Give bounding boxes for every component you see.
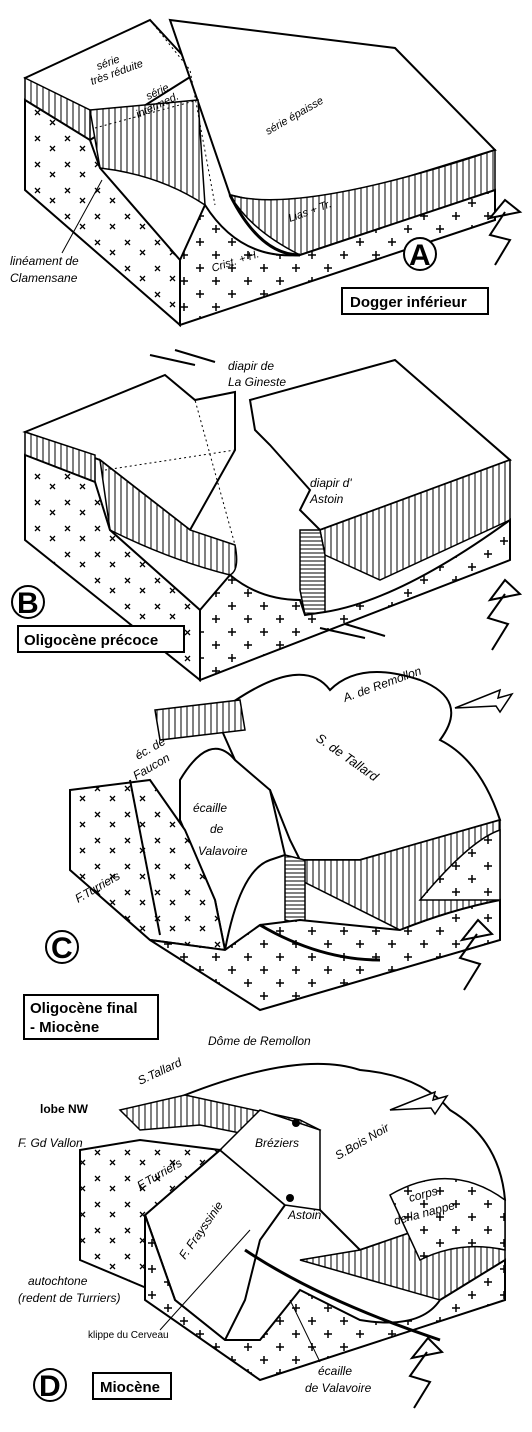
lias-strip-mid-b	[98, 458, 238, 576]
label-astoin-2: Astoin	[309, 492, 344, 506]
lineament-leader	[61, 179, 103, 254]
stage-label-d: Miocène	[100, 1379, 160, 1396]
valavoire-leader	[289, 1299, 321, 1363]
label-auto-2: (redent de Turriers)	[18, 1291, 120, 1305]
north-arrow-c	[458, 918, 495, 991]
label-astoin-1: diapir d'	[310, 476, 352, 490]
shortening-arrow-c	[454, 688, 514, 714]
klippe-leader	[159, 1229, 251, 1331]
label-ecaille-2: de	[210, 822, 224, 836]
diapir-c	[284, 854, 306, 926]
panel-d-letter: D	[39, 1370, 61, 1403]
ecaille-valavoire-c	[179, 747, 287, 951]
corps-lobe-d	[389, 1178, 506, 1262]
base-curve-a	[228, 194, 301, 257]
panel-c-letter: C	[51, 932, 73, 965]
panel-c: A. de Remollon S. de Tallard éc. de Fauc…	[23, 663, 514, 1040]
label-astoin-d: Astoin	[287, 1208, 322, 1222]
panel-c-circle	[45, 930, 79, 964]
shear-arrows-bottom	[319, 623, 386, 639]
panel-a: série très réduite série intermed. série…	[10, 18, 523, 328]
panel-b: diapir de La Gineste diapir d' Astoin B …	[11, 349, 523, 683]
label-breziers: Bréziers	[255, 1136, 299, 1150]
diapir-astoin-b	[299, 529, 326, 616]
stage-label-c-2: - Miocène	[30, 1019, 99, 1036]
panel-d-circle	[33, 1368, 67, 1402]
label-ecaille-3: Valavoire	[198, 844, 248, 858]
basement-south-b	[199, 518, 511, 682]
faucon-block-c	[154, 699, 246, 741]
top-surface-east-b	[248, 358, 512, 532]
fault-dotted-b2	[104, 449, 236, 471]
label-dome: Dôme de Remollon	[208, 1034, 311, 1048]
label-klippe: klippe du Cerveau	[88, 1330, 169, 1341]
label-stallard: S.Tallard	[135, 1055, 184, 1088]
label-lobe: lobe NW	[40, 1102, 89, 1116]
breziers-block-d	[218, 1109, 321, 1211]
label-gdvallon: F. Gd Vallon	[18, 1136, 83, 1150]
stage-box-a	[341, 287, 489, 315]
thrust-front-d	[244, 1248, 441, 1342]
panel-a-circle	[403, 237, 437, 271]
nappe-top-c	[213, 671, 502, 861]
lias-strip-east	[228, 148, 496, 256]
fault-dotted-a	[149, 19, 216, 206]
stage-box-b	[17, 625, 185, 653]
label-gineste-1: diapir de	[228, 359, 274, 373]
panel-d: Dôme de Remollon S.Tallard lobe NW F. Gd…	[18, 1034, 507, 1409]
north-arrow-a	[487, 198, 523, 266]
thrust-front-c	[259, 923, 381, 962]
west-block-c	[69, 778, 227, 952]
label-auto-1: autochtone	[28, 1274, 88, 1288]
label-lineament-2: Clamensane	[10, 271, 78, 285]
south-basement-east-c	[418, 828, 501, 901]
label-lineament-1: linéament de	[10, 254, 79, 268]
south-block-d	[144, 1214, 506, 1382]
stage-label-c-1: Oligocène final	[30, 1000, 138, 1017]
panel-b-letter: B	[17, 587, 39, 620]
north-arrow-b	[486, 578, 523, 651]
panel-b-circle	[11, 585, 45, 619]
stage-label-b: Oligocène précoce	[24, 632, 158, 649]
stage-label-a: Dogger inférieur	[350, 294, 467, 311]
astoin-dot	[286, 1194, 294, 1202]
label-ecaille-1: écaille	[193, 801, 227, 815]
label-valav-1: écaille	[318, 1364, 352, 1378]
shear-arrows-top	[149, 349, 216, 366]
panel-a-letter: A	[409, 239, 431, 272]
stage-box-d	[92, 1372, 172, 1400]
shortening-arrow-d	[389, 1090, 449, 1116]
label-gineste-2: La Gineste	[228, 375, 286, 389]
north-arrow-d	[408, 1336, 445, 1409]
stage-box-c	[23, 994, 159, 1040]
fault-west-c	[129, 779, 161, 936]
label-valav-2: de Valavoire	[305, 1381, 372, 1395]
basement-south	[179, 188, 496, 327]
breziers-dot	[292, 1119, 300, 1127]
